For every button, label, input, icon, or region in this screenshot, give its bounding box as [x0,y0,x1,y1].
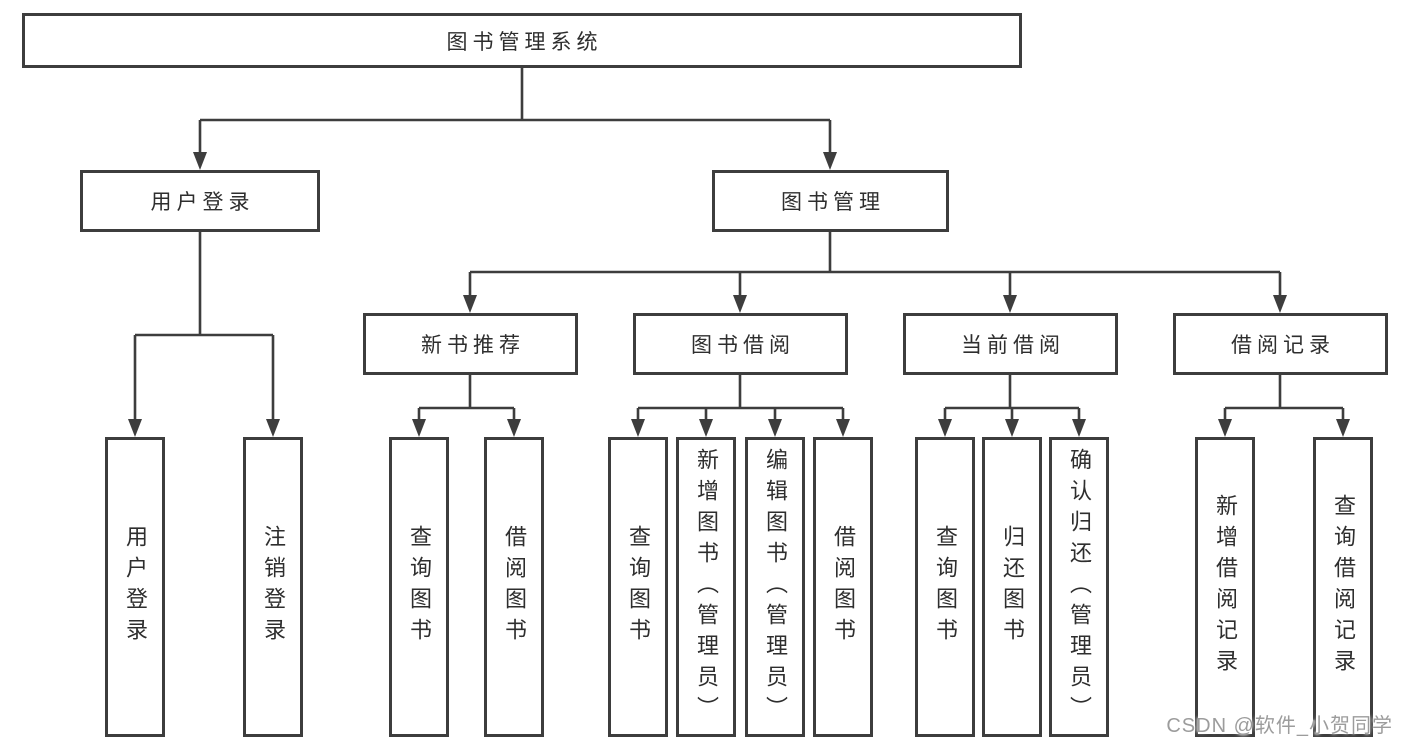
leaf-confirm-return-admin-label: 确认归还（管理员） [1067,447,1092,727]
node-current-borrowing-label: 当前借阅 [961,334,1065,357]
node-new-book-recommend: 新书推荐 [363,313,578,375]
csdn-watermark: CSDN @软件_小贺同学 [1166,715,1393,737]
node-user-login-label: 用户登录 [150,191,255,214]
leaf-borrow-books-recommend-label: 借阅图书 [502,525,527,649]
node-book-management-label: 图书管理 [781,191,885,214]
node-borrowing-records-label: 借阅记录 [1231,334,1335,357]
leaf-add-books-admin-label: 新增图书（管理员） [694,447,719,727]
leaf-query-borrow-record-label: 查询借阅记录 [1331,494,1356,680]
leaf-query-books-current-label: 查询图书 [933,525,958,649]
leaf-borrow-books-recommend: 借阅图书 [484,437,544,737]
leaf-confirm-return-admin: 确认归还（管理员） [1049,437,1109,737]
leaf-query-books-recommend-label: 查询图书 [407,525,432,649]
leaf-query-books-borrowing: 查询图书 [608,437,668,737]
node-root-system: 图书管理系统 [22,13,1022,68]
node-book-borrowing: 图书借阅 [633,313,848,375]
leaf-return-books: 归还图书 [982,437,1042,737]
leaf-borrow-books-label: 借阅图书 [831,525,856,649]
leaf-query-books-current: 查询图书 [915,437,975,737]
leaf-add-borrow-record-label: 新增借阅记录 [1213,494,1238,680]
leaf-logout-label: 注销登录 [261,525,286,649]
node-borrowing-records: 借阅记录 [1173,313,1388,375]
leaf-add-borrow-record: 新增借阅记录 [1195,437,1255,737]
leaf-user-login-label: 用户登录 [123,525,148,649]
leaf-query-books-recommend: 查询图书 [389,437,449,737]
leaf-return-books-label: 归还图书 [1000,525,1025,649]
arrowheads [128,152,1350,437]
node-user-login: 用户登录 [80,170,320,232]
node-book-borrowing-label: 图书借阅 [691,334,795,357]
leaf-logout: 注销登录 [243,437,303,737]
leaf-edit-books-admin: 编辑图书（管理员） [745,437,805,737]
leaf-add-books-admin: 新增图书（管理员） [676,437,736,737]
leaf-edit-books-admin-label: 编辑图书（管理员） [763,447,788,727]
node-current-borrowing: 当前借阅 [903,313,1118,375]
node-book-management: 图书管理 [712,170,949,232]
node-new-book-recommend-label: 新书推荐 [421,334,525,357]
node-root-label: 图书管理系统 [446,30,603,54]
leaf-query-books-borrowing-label: 查询图书 [626,525,651,649]
leaf-query-borrow-record: 查询借阅记录 [1313,437,1373,737]
leaf-borrow-books: 借阅图书 [813,437,873,737]
leaf-user-login: 用户登录 [105,437,165,737]
